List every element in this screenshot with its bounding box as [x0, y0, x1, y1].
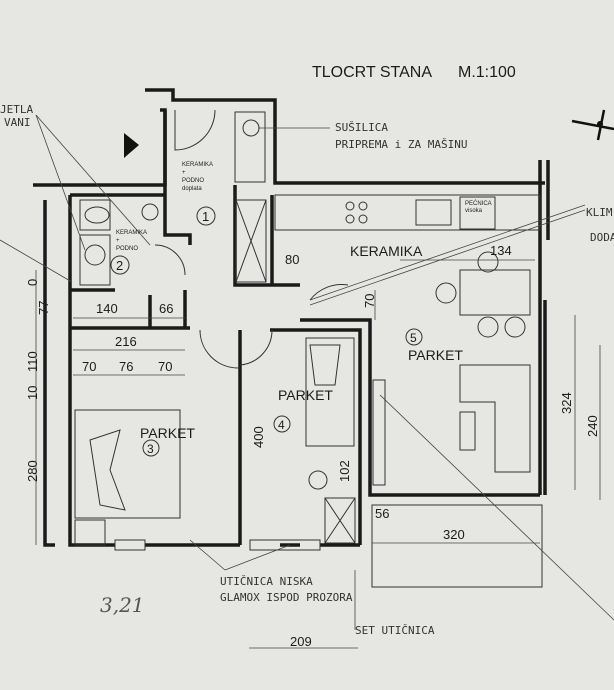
dim-56: 56 — [375, 506, 389, 521]
dim-400: 400 — [251, 426, 266, 448]
dim-110: 110 — [25, 351, 40, 372]
bathroom-floor: KERAMIKA — [116, 230, 147, 236]
dim-0: 0 — [25, 279, 40, 286]
annotation-pecnica-sub: visoka — [465, 208, 483, 214]
bed — [74, 409, 181, 519]
dim-324: 324 — [559, 392, 574, 414]
hall-note: doplata — [182, 186, 202, 192]
hall-plus: + — [182, 170, 186, 176]
living-floor: PARKET — [408, 347, 463, 363]
annotation-dodatno: DODA — [590, 231, 614, 244]
annotation-klima: KLIM — [586, 206, 613, 219]
room4-number: 4 — [278, 418, 285, 432]
bedroom-number: 3 — [147, 442, 154, 456]
washer-icon — [141, 203, 159, 221]
dim-216: 216 — [115, 334, 137, 349]
annotation-priprema: PRIPREMA i ZA MAŠINU — [335, 138, 467, 151]
entrance-arrow-icon — [124, 133, 139, 158]
sink-icon — [415, 199, 452, 226]
toilet-icon — [84, 206, 110, 224]
annotation-set-uticnica: SET UTIČNICA — [355, 624, 435, 637]
dim-140: 140 — [96, 301, 118, 316]
dim-240: 240 — [585, 415, 600, 437]
dim-70-vertical: 70 — [362, 294, 377, 308]
dim-102: 102 — [337, 460, 352, 482]
dim-77: 77 — [36, 301, 51, 315]
plan-scale: M.1:100 — [458, 64, 516, 81]
dim-280: 280 — [25, 460, 40, 482]
hall-floor: KERAMIKA — [182, 162, 213, 168]
sofa — [459, 364, 531, 473]
annotation-svjetla: JETLA — [0, 103, 33, 116]
room4-floor: PARKET — [278, 387, 333, 403]
bathroom-extra: PODNO — [116, 246, 138, 252]
dim-76: 76 — [119, 359, 133, 374]
bathroom-plus: + — [116, 238, 120, 244]
bathroom-number: 2 — [116, 258, 123, 273]
leader-lines — [0, 114, 614, 649]
dim-66: 66 — [159, 301, 173, 316]
hall-number: 1 — [202, 209, 209, 224]
dim-10: 10 — [25, 386, 40, 400]
annotation-uticnica-niska: UTIČNICA NISKA — [220, 575, 313, 588]
dim-134: 134 — [490, 243, 512, 258]
dim-320: 320 — [443, 527, 465, 542]
dim-70a: 70 — [82, 359, 96, 374]
dim-80: 80 — [285, 252, 299, 267]
stove-icon — [345, 201, 355, 211]
kitchen-floor: KERAMIKA — [350, 243, 423, 259]
hall-extra: PODNO — [182, 178, 204, 184]
dim-70b: 70 — [158, 359, 172, 374]
kitchen-counter — [274, 194, 541, 231]
plan-title: TLOCRT STANA — [312, 64, 432, 81]
annotation-susilica: SUŠILICA — [335, 121, 388, 134]
dining-table — [459, 269, 531, 316]
compass-icon — [571, 109, 614, 141]
annotation-vani: VANI — [4, 116, 31, 129]
annotation-pecnica: PEĆNICA — [465, 200, 492, 207]
bedroom-floor: PARKET — [140, 425, 195, 441]
living-number: 5 — [410, 331, 417, 345]
balcony — [371, 504, 543, 588]
annotation-glamox: GLAMOX ISPOD PROZORA — [220, 591, 353, 604]
handwritten-note: 3,21 — [100, 593, 145, 617]
dim-209: 209 — [290, 634, 312, 649]
fixtures — [74, 109, 543, 588]
